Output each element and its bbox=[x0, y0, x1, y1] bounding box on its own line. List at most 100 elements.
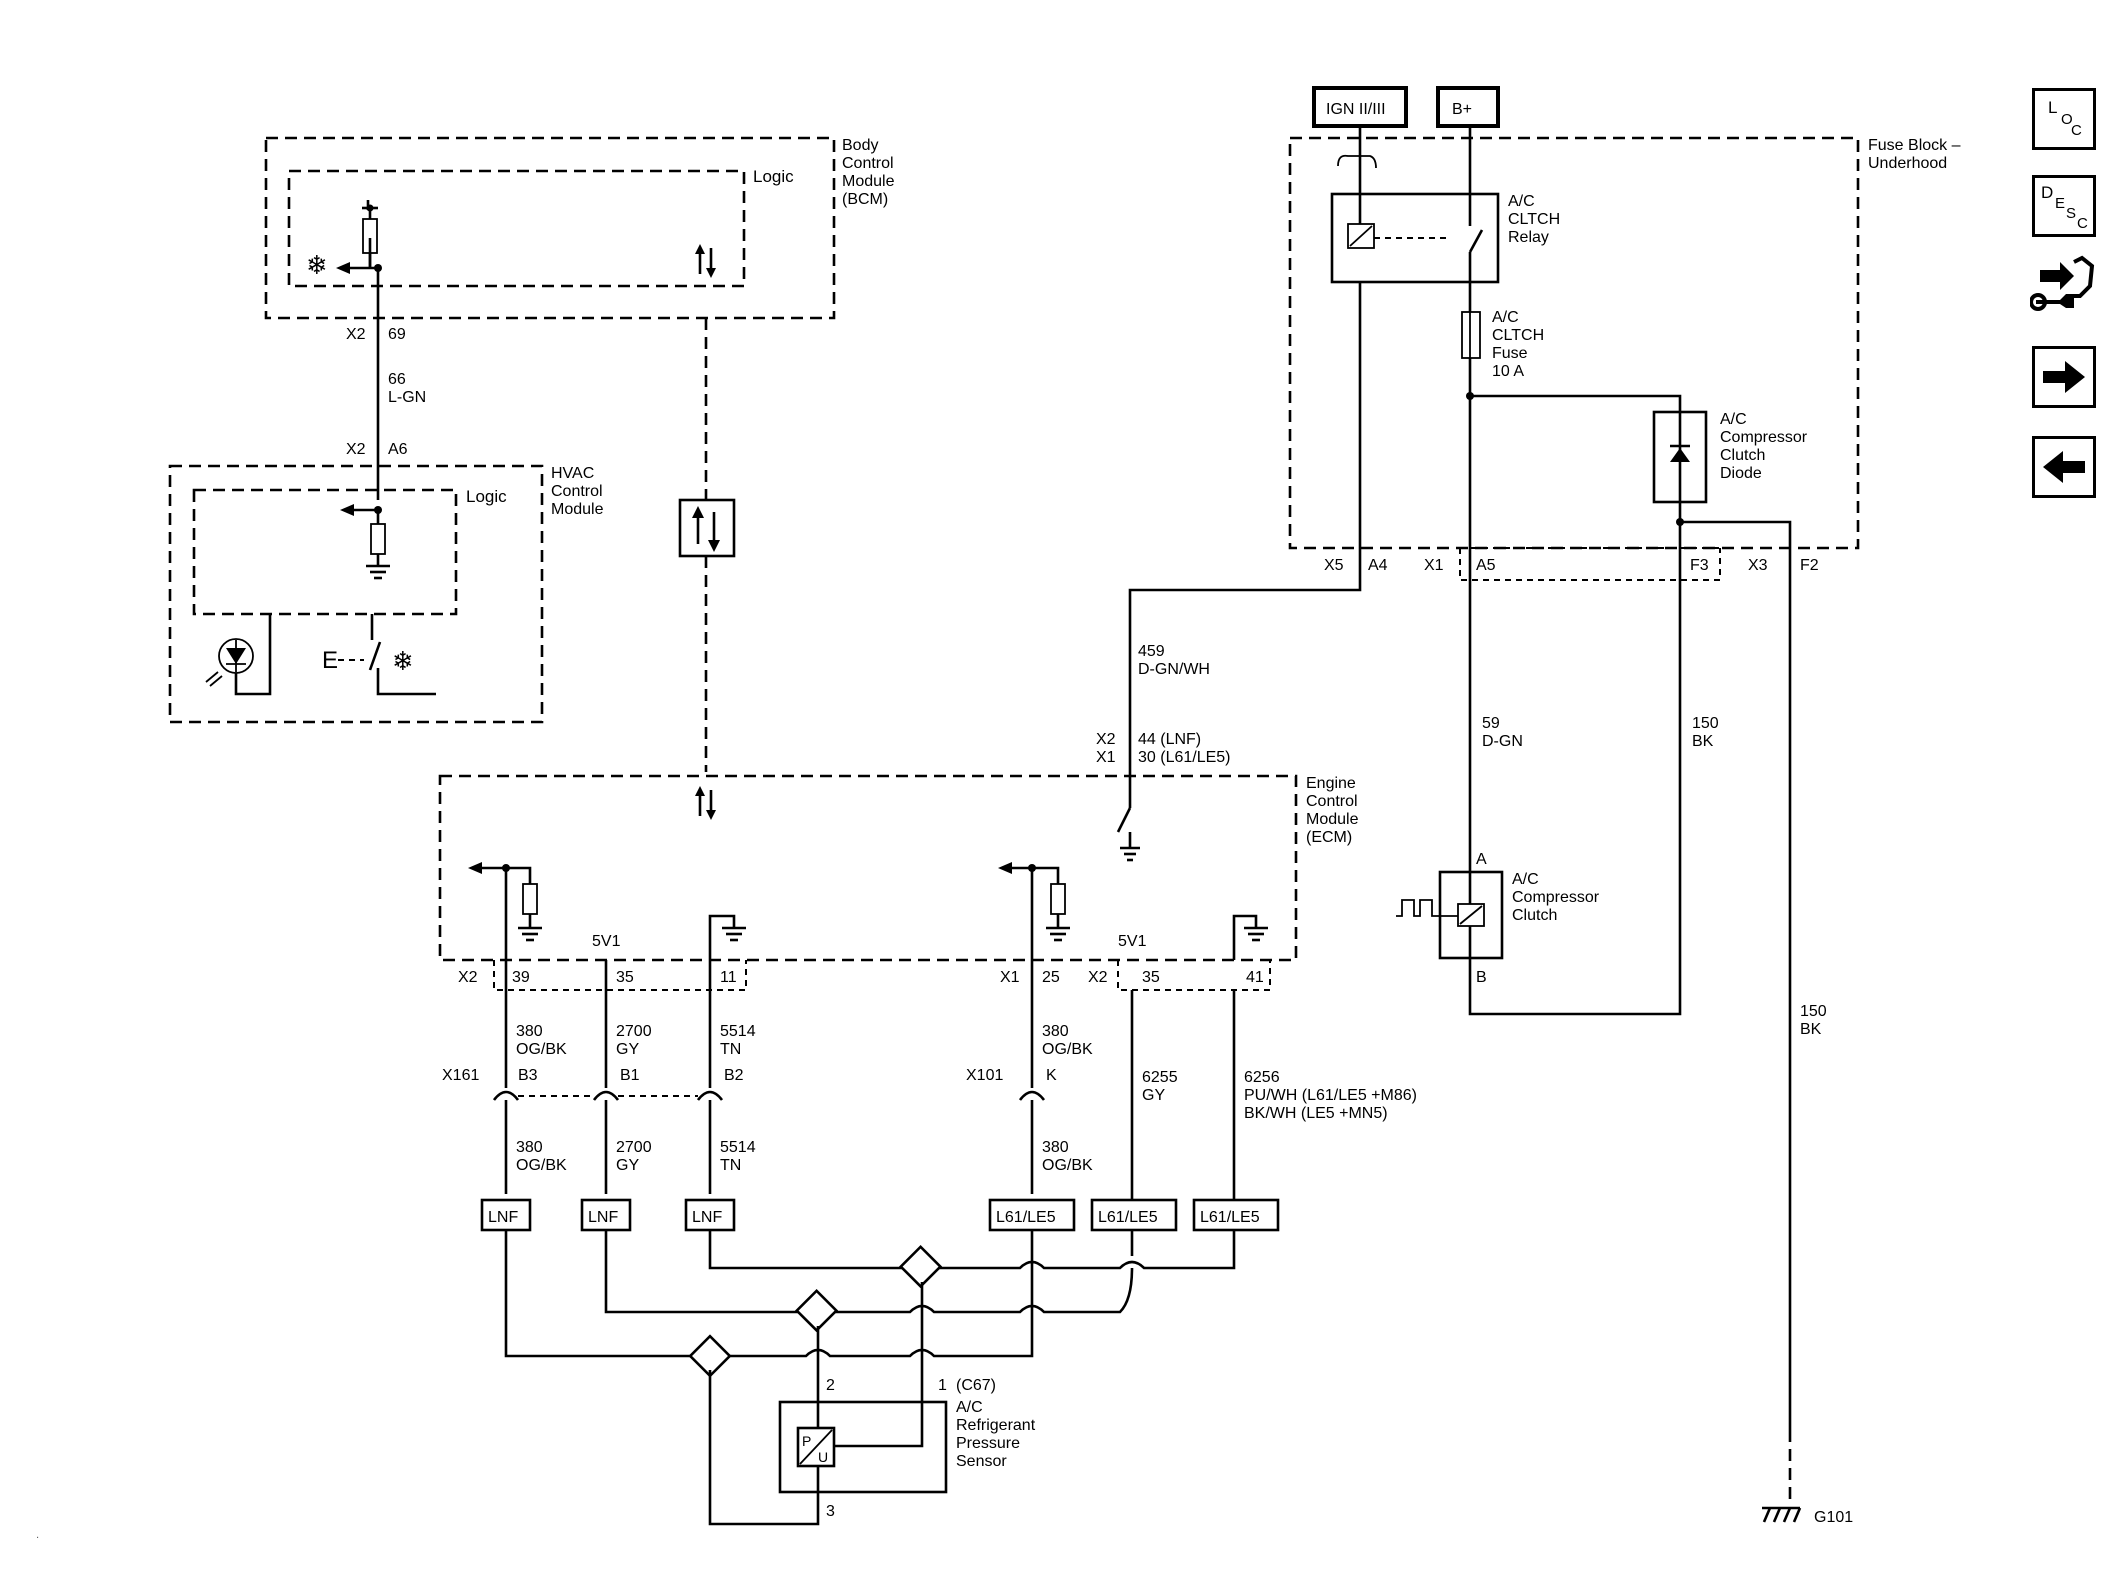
sensor-name-4: Sensor bbox=[956, 1453, 1007, 1470]
sensor-pin-3: 3 bbox=[826, 1503, 835, 1520]
fb-pin-conn-4: X3 bbox=[1748, 557, 1768, 574]
x101-pin-k: K bbox=[1046, 1067, 1057, 1084]
relay-label-2: CLTCH bbox=[1508, 211, 1560, 228]
hvac-pulldown-resistor bbox=[370, 523, 386, 555]
upper-wire-1-color: OG/BK bbox=[516, 1041, 567, 1058]
clutch-name-1: A/C bbox=[1512, 871, 1539, 888]
ecm-pin-35a: 35 bbox=[616, 969, 634, 986]
ecm-name-1: Engine bbox=[1306, 775, 1356, 792]
relay-label-3: Relay bbox=[1508, 229, 1549, 246]
bcm-name-3: Module bbox=[842, 173, 895, 190]
option-l61-1: L61/LE5 bbox=[996, 1209, 1056, 1226]
ground-label: G101 bbox=[1814, 1509, 1853, 1526]
fuse-block-name-2: Underhood bbox=[1868, 155, 1947, 172]
upper-wire-2-circuit: 2700 bbox=[616, 1023, 652, 1040]
sensor-name-1: A/C bbox=[956, 1399, 983, 1416]
relay-label-1: A/C bbox=[1508, 193, 1535, 210]
clutch-name-3: Clutch bbox=[1512, 907, 1557, 924]
svg-text:P: P bbox=[802, 1433, 811, 1449]
corner-mark: . bbox=[36, 1530, 40, 1541]
upper-wire-4-color: OG/BK bbox=[1042, 1041, 1093, 1058]
wire-66-circuit: 66 bbox=[388, 371, 406, 388]
ecm-input-2: 30 (L61/LE5) bbox=[1138, 749, 1231, 766]
upper-wire-6-circuit: 6256 bbox=[1244, 1069, 1280, 1086]
lower-wire-1-color: OG/BK bbox=[516, 1157, 567, 1174]
diode-label-3: Clutch bbox=[1720, 447, 1765, 464]
next-button[interactable] bbox=[2032, 346, 2096, 408]
wire-59-color: D-GN bbox=[1482, 733, 1523, 750]
ground-g101-icon bbox=[1762, 1506, 1802, 1523]
svg-text:O: O bbox=[2061, 111, 2073, 128]
upper-wire-6-color2: BK/WH (LE5 +MN5) bbox=[1244, 1105, 1388, 1122]
snowflake-icon-2: ❄ bbox=[392, 646, 414, 676]
pulse-icon bbox=[1396, 899, 1458, 917]
ecm-pin-25: 25 bbox=[1042, 969, 1060, 986]
fb-pin-1: A4 bbox=[1368, 557, 1388, 574]
description-button[interactable]: D E S C bbox=[2032, 175, 2096, 237]
bcm-comm-arrows-icon bbox=[695, 244, 716, 278]
ign-label: IGN II/III bbox=[1326, 101, 1386, 118]
option-boxes: LNF LNF LNF L61/LE5 L61/LE5 L61/LE5 bbox=[480, 1198, 1280, 1232]
ecm-input-conn-2: X1 bbox=[1096, 749, 1116, 766]
led-indicator-icon bbox=[205, 638, 254, 687]
clutch-pin-a: A bbox=[1476, 851, 1487, 868]
option-lnf-3: LNF bbox=[692, 1209, 722, 1226]
arrow-right-icon bbox=[2043, 361, 2085, 393]
bcm-name-4: (BCM) bbox=[842, 191, 888, 208]
ecm-name-3: Module bbox=[1306, 811, 1359, 828]
inline-connector-x161: X161 B3 B1 B2 bbox=[442, 1067, 744, 1101]
sensor-name-2: Refrigerant bbox=[956, 1417, 1036, 1434]
hvac-conn-label: X2 bbox=[346, 441, 366, 458]
svg-text:E: E bbox=[322, 647, 338, 674]
wire-150b-color: BK bbox=[1800, 1021, 1822, 1038]
inline-connector-x101: X101 K bbox=[966, 1067, 1057, 1101]
wire-459-circuit: 459 bbox=[1138, 643, 1165, 660]
lower-wire-4-color: OG/BK bbox=[1042, 1157, 1093, 1174]
ecm-pin-11: 11 bbox=[720, 969, 737, 986]
fuse-block-name-1: Fuse Block – bbox=[1868, 137, 1961, 154]
option-l61-3: L61/LE5 bbox=[1200, 1209, 1260, 1226]
component-view-button[interactable] bbox=[2029, 252, 2100, 326]
splice-2 bbox=[794, 1288, 839, 1333]
bcm-name-1: Body bbox=[842, 137, 878, 154]
serial-data-icon bbox=[678, 498, 736, 558]
ecm-5v-ref-1: 5V1 bbox=[592, 933, 621, 950]
ac-compressor-clutch: A B A/C Compressor Clutch bbox=[1396, 851, 1600, 986]
previous-button[interactable] bbox=[2032, 436, 2096, 498]
lower-wire-3-circuit: 5514 bbox=[720, 1139, 756, 1156]
lower-wire-2-circuit: 2700 bbox=[616, 1139, 652, 1156]
ac-clutch-relay bbox=[1330, 192, 1500, 284]
svg-text:U: U bbox=[818, 1449, 828, 1465]
lower-wire-3-color: TN bbox=[720, 1157, 741, 1174]
bplus-label: B+ bbox=[1452, 101, 1472, 118]
x101-label: X101 bbox=[966, 1067, 1003, 1084]
x161-label: X161 bbox=[442, 1067, 479, 1084]
hvac-module: Logic HVAC Control Module E ❄ bbox=[168, 464, 604, 724]
upper-wire-2-color: GY bbox=[616, 1041, 639, 1058]
ecm-pin-41: 41 bbox=[1246, 969, 1264, 986]
fb-pin-4: F2 bbox=[1800, 557, 1819, 574]
option-l61-2: L61/LE5 bbox=[1098, 1209, 1158, 1226]
upper-wire-5-color: GY bbox=[1142, 1087, 1165, 1104]
lower-wire-4-circuit: 380 bbox=[1042, 1139, 1069, 1156]
diode-label-1: A/C bbox=[1720, 411, 1747, 428]
x161-pin-b2: B2 bbox=[724, 1067, 744, 1084]
ecm-input-conn-1: X2 bbox=[1096, 731, 1116, 748]
location-button[interactable]: L O C bbox=[2032, 88, 2096, 150]
sensor-pin-2: 2 bbox=[826, 1377, 835, 1394]
hvac-pin-label: A6 bbox=[388, 441, 408, 458]
fuse-label-4: 10 A bbox=[1492, 363, 1524, 380]
fuse-label-2: CLTCH bbox=[1492, 327, 1544, 344]
fuse-label-1: A/C bbox=[1492, 309, 1519, 326]
ac-clutch-fuse bbox=[1461, 311, 1481, 359]
splice-1 bbox=[898, 1244, 943, 1289]
sensor-pin-1: 1 bbox=[938, 1377, 947, 1394]
lower-wire-2-color: GY bbox=[616, 1157, 639, 1174]
ecm-right-conn: X2 bbox=[1088, 969, 1108, 986]
ecm-pin-39: 39 bbox=[512, 969, 530, 986]
wire-459-color: D-GN/WH bbox=[1138, 661, 1210, 678]
fuse-label-3: Fuse bbox=[1492, 345, 1528, 362]
ac-switch-icon: E ❄ bbox=[322, 614, 414, 676]
svg-text:L: L bbox=[2048, 98, 2057, 117]
